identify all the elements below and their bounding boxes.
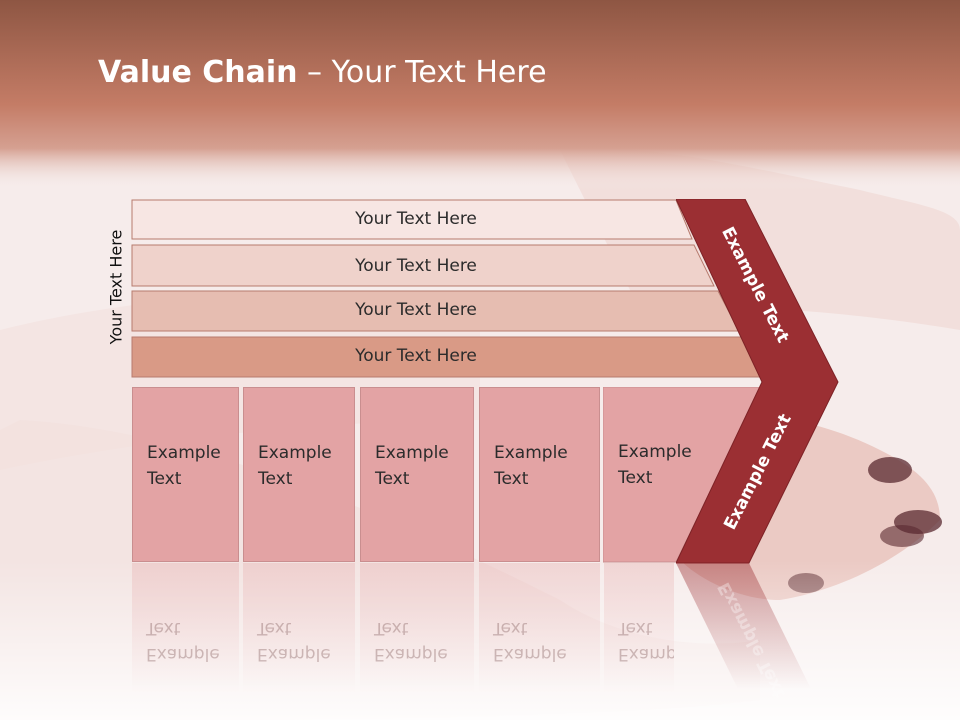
primary-cell-label: Example Text bbox=[375, 443, 449, 489]
reflection-text: Example Text bbox=[257, 618, 331, 664]
support-band-label: Your Text Here bbox=[355, 346, 477, 366]
support-band-4: Your Text Here bbox=[131, 336, 763, 378]
band-shape bbox=[131, 199, 693, 240]
cell-reflection: Example Text bbox=[132, 563, 239, 693]
support-band-2: Your Text Here bbox=[131, 244, 715, 287]
primary-cell-1: Example Text bbox=[132, 387, 239, 562]
support-band-1: Your Text Here bbox=[131, 199, 693, 240]
cell-reflection: Example Text bbox=[243, 563, 355, 693]
reflection-text: Example Text bbox=[493, 618, 567, 664]
chevron-reflection bbox=[676, 563, 811, 689]
support-band-label: Your Text Here bbox=[355, 256, 477, 276]
primary-cell-label: Example Text bbox=[147, 443, 221, 489]
slide-title: Value Chain – Your Text Here bbox=[98, 55, 547, 90]
band-shape bbox=[131, 244, 715, 287]
reflection-text: Example Text bbox=[146, 618, 220, 664]
cell-reflection: Example Text bbox=[479, 563, 600, 693]
support-band-label: Your Text Here bbox=[355, 209, 477, 229]
primary-cell-label: Example Text bbox=[618, 442, 692, 488]
primary-cell-4: Example Text bbox=[479, 387, 600, 562]
primary-cell-3: Example Text bbox=[360, 387, 474, 562]
reflection-text: Example Text bbox=[374, 618, 448, 664]
support-band-label: Your Text Here bbox=[355, 300, 477, 320]
cell-reflection: Example Text bbox=[604, 563, 674, 693]
support-band-3: Your Text Here bbox=[131, 290, 740, 332]
primary-cell-label: Example Text bbox=[258, 443, 332, 489]
chevron-shape bbox=[676, 199, 839, 564]
cell-reflection: Example Text bbox=[360, 563, 474, 693]
title-bold: Value Chain bbox=[98, 55, 298, 90]
reflection-text: Example Text bbox=[618, 618, 674, 664]
primary-cell-2: Example Text bbox=[243, 387, 355, 562]
side-label-text: Your Text Here bbox=[106, 229, 126, 345]
title-rest: – Your Text Here bbox=[297, 55, 547, 90]
primary-cell-5: Example Text bbox=[604, 387, 692, 562]
primary-cell-label: Example Text bbox=[494, 443, 568, 489]
margin-chevron bbox=[676, 199, 839, 689]
